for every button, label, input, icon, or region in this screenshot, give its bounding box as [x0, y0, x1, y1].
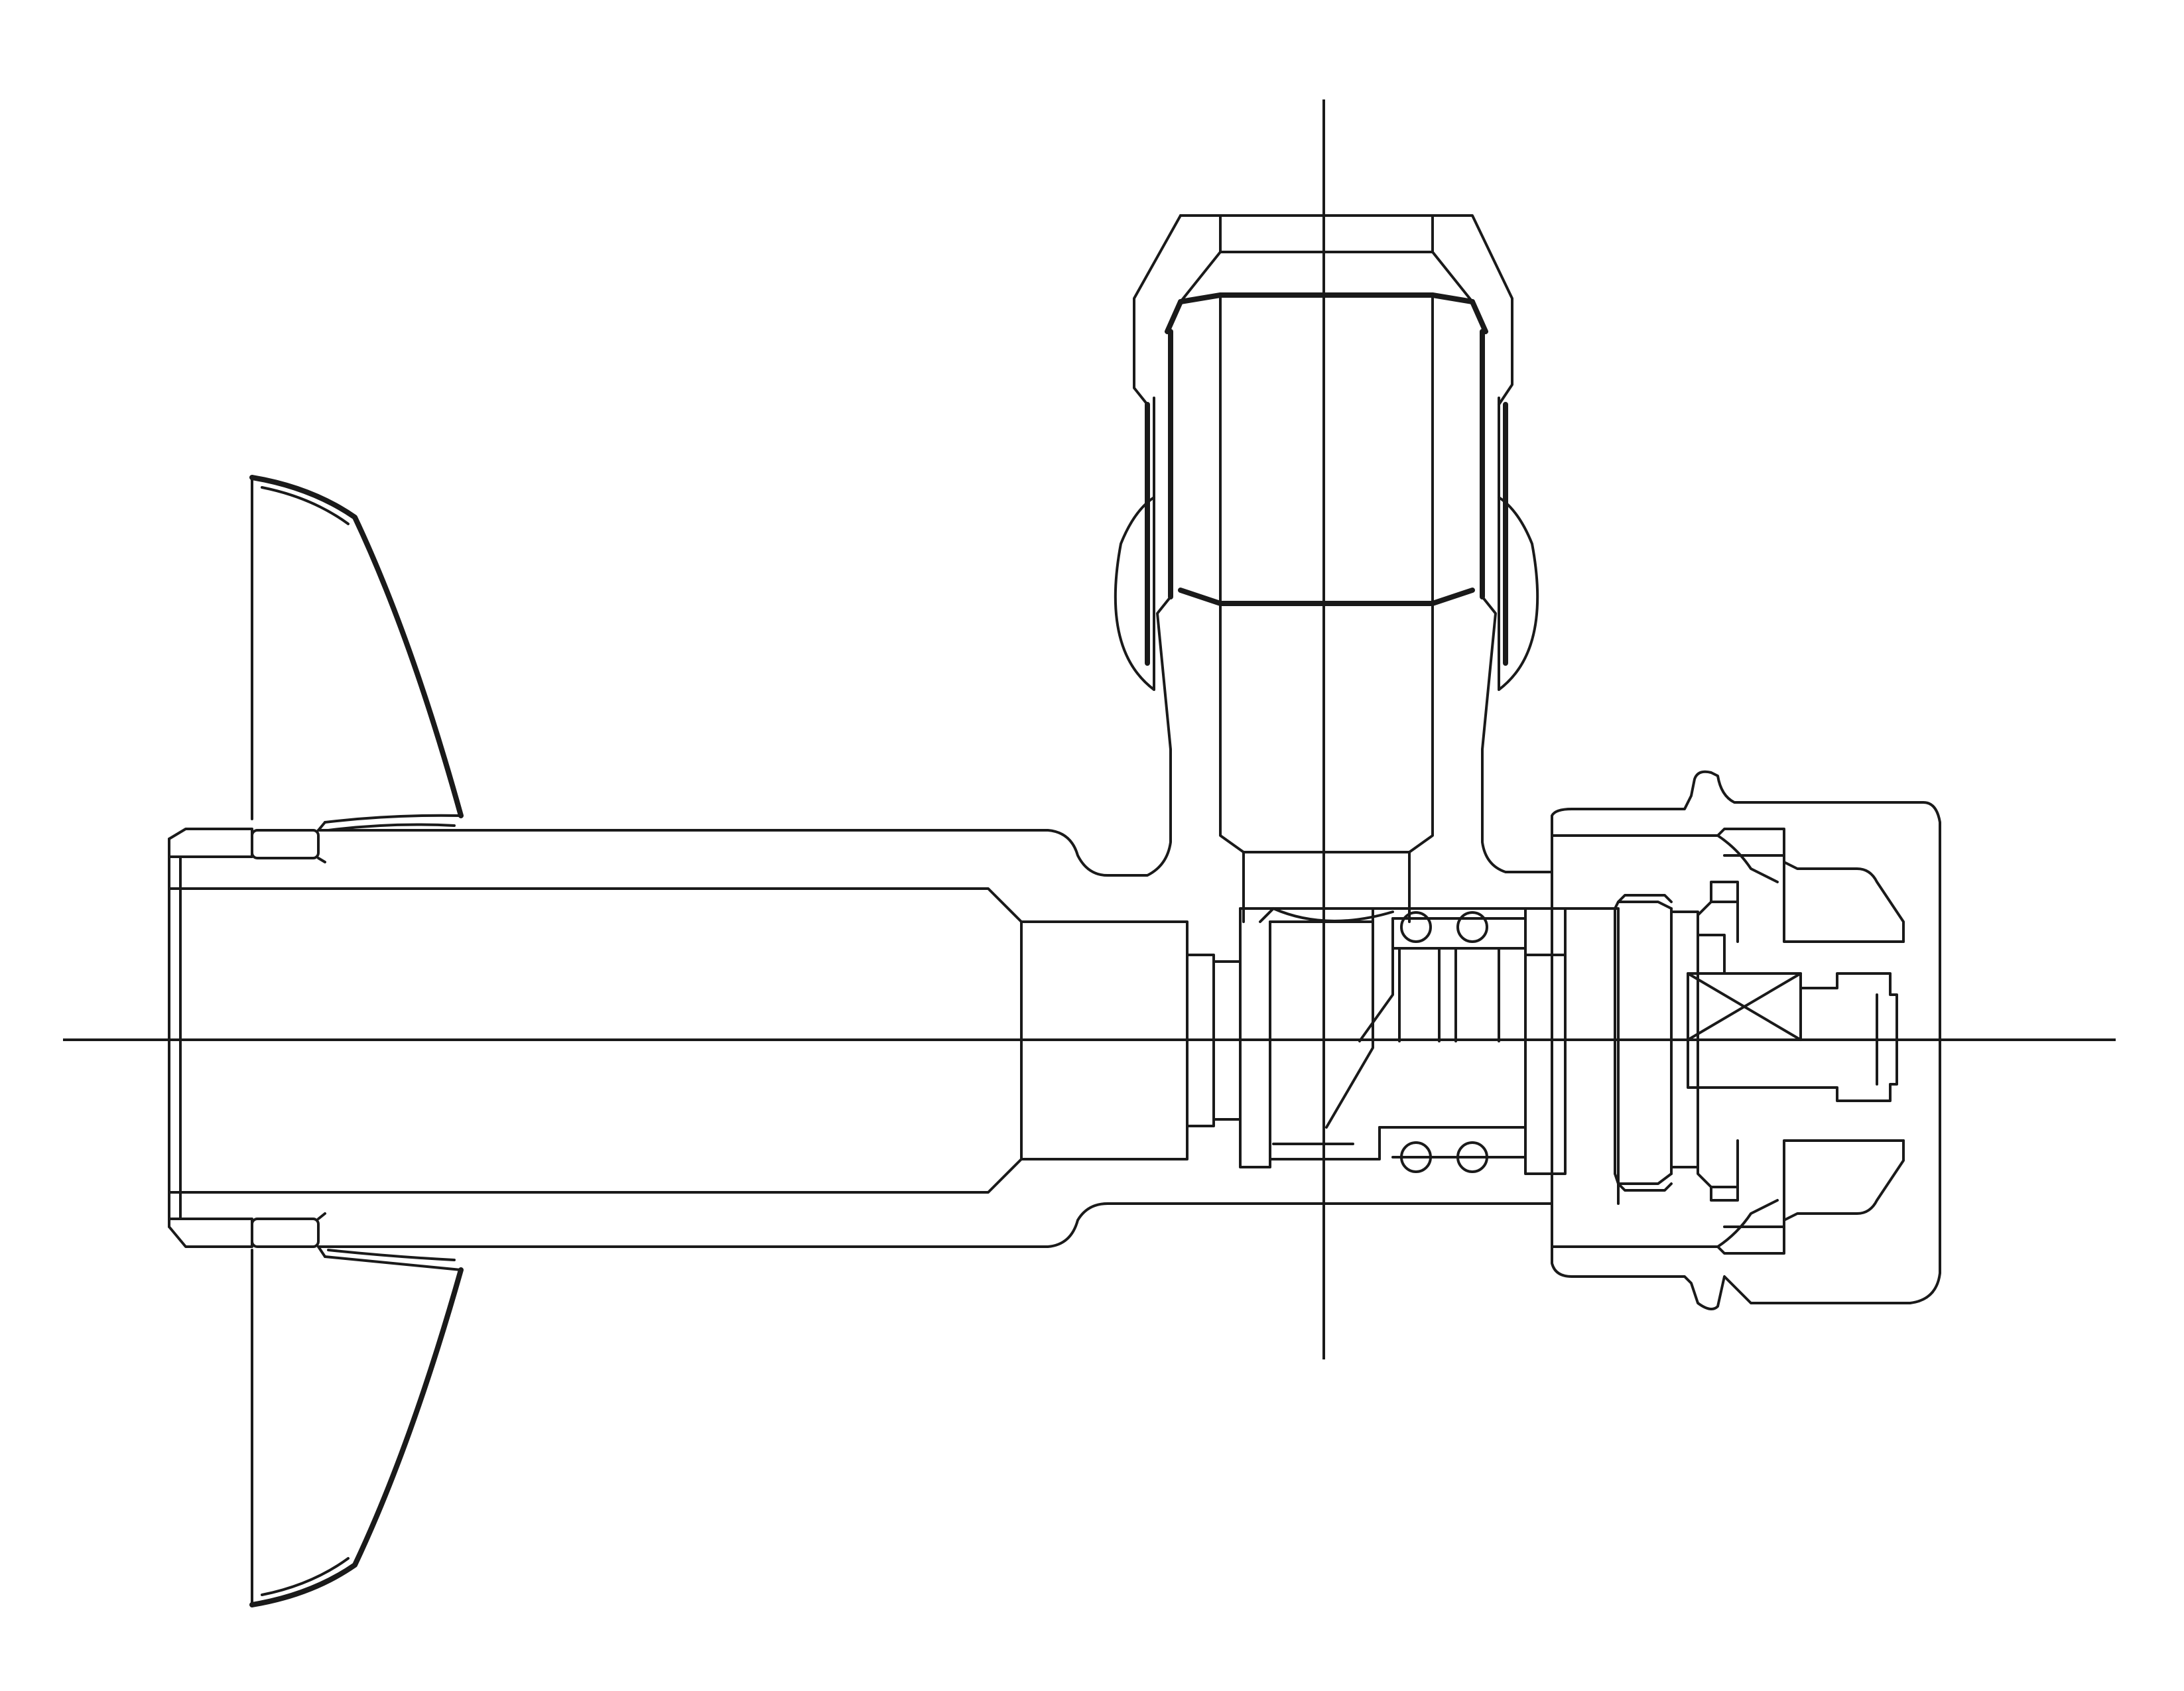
wall-rosette: [249, 475, 464, 1607]
outlet-fitting: [1114, 214, 1547, 923]
center-axes: [63, 99, 2116, 1359]
valve-body: [168, 748, 1547, 1248]
handwheel-cap: [1544, 770, 1941, 1310]
valve-cartridge: [1239, 881, 1898, 1205]
